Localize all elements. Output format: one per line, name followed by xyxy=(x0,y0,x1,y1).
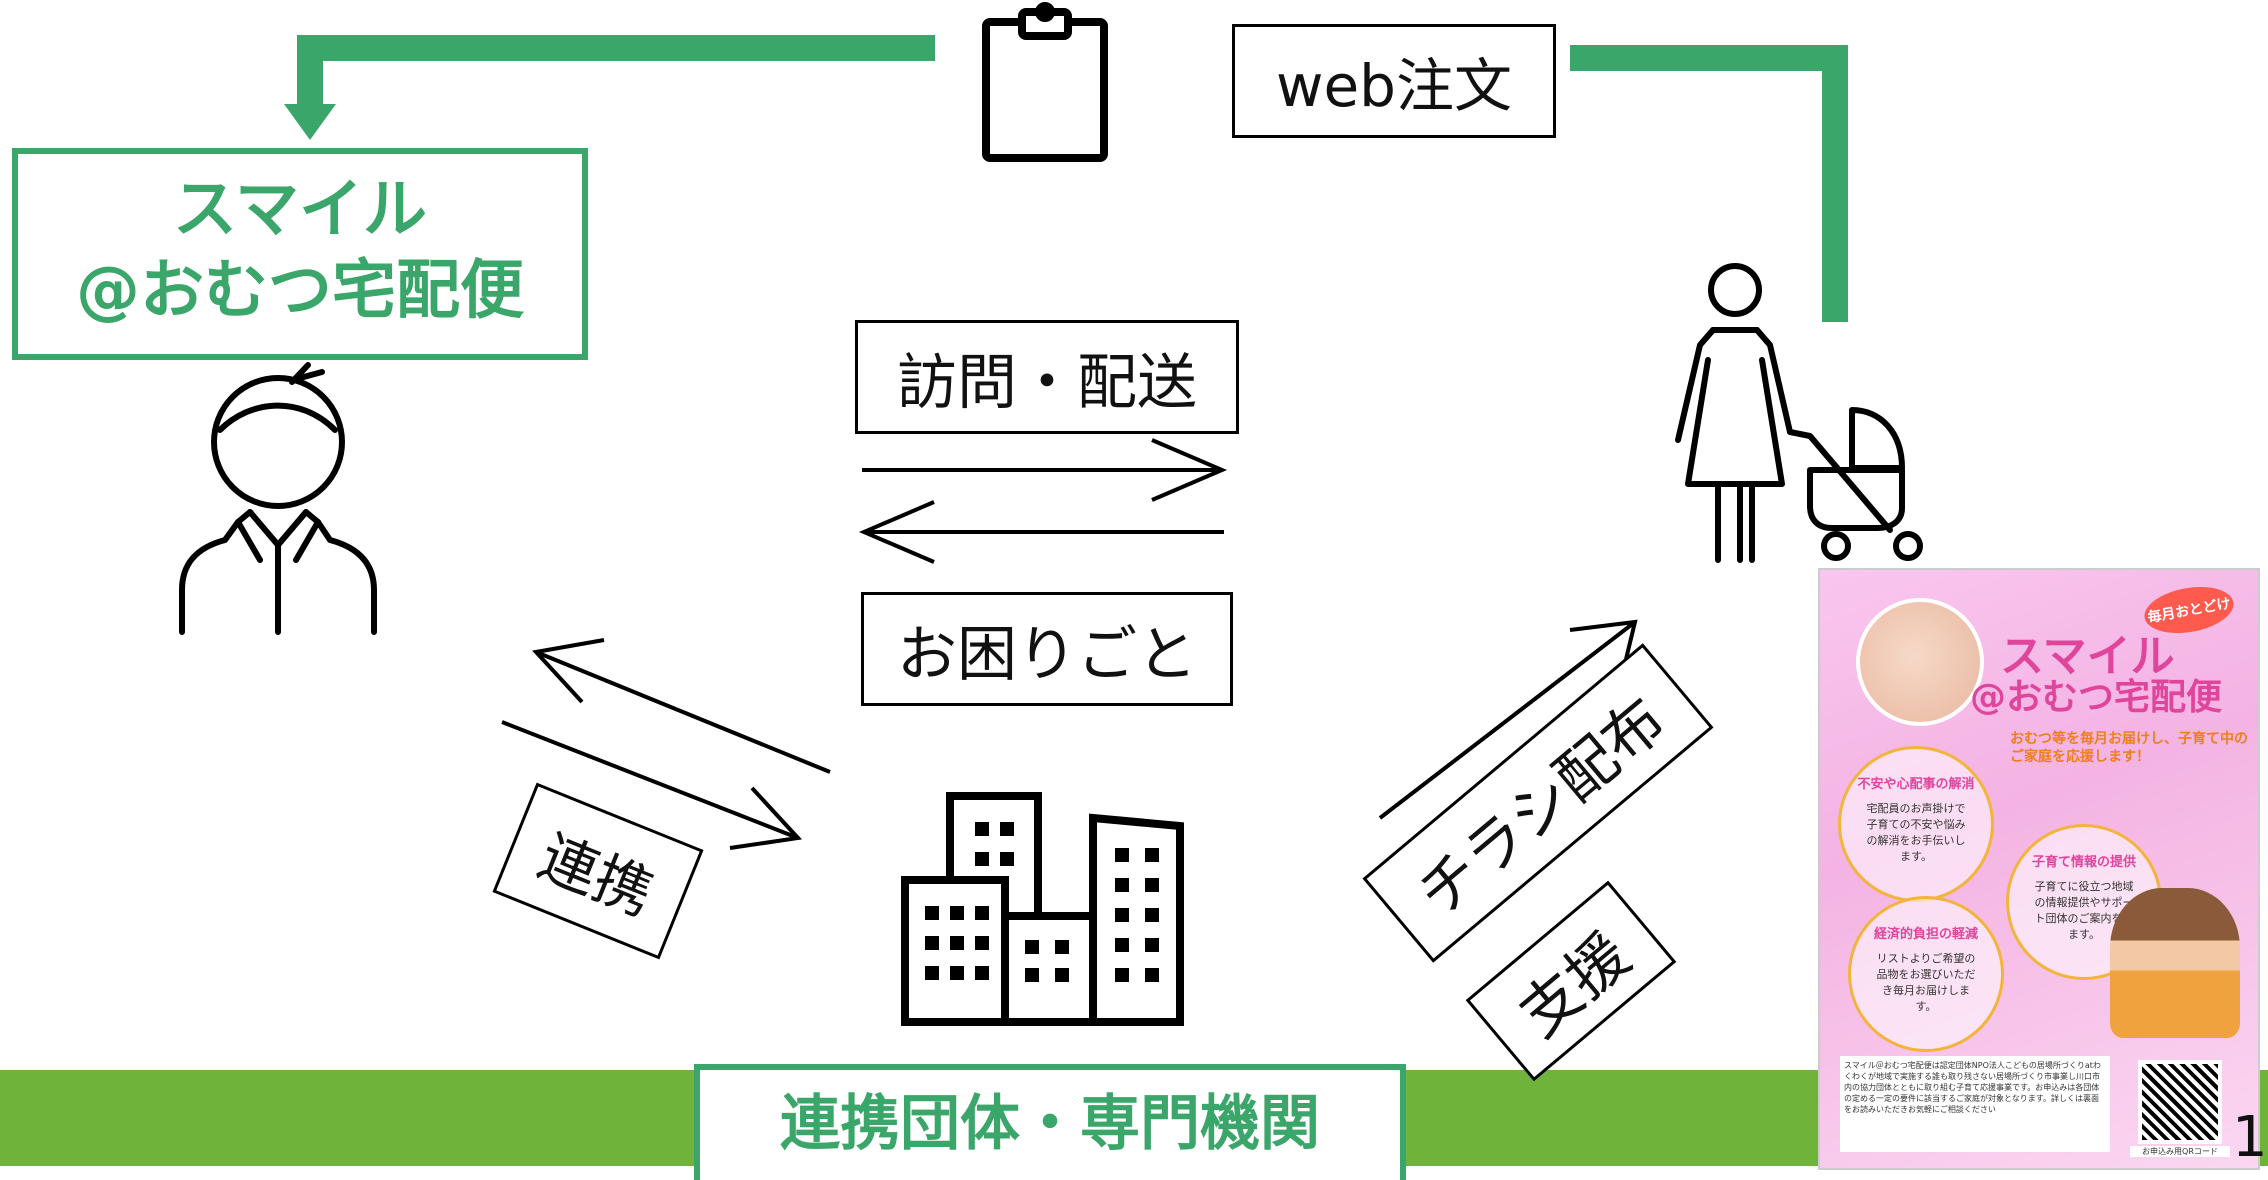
flyer-feature-text: 子育てに役立つ地域の情報提供やサポート団体のご案内をします。 xyxy=(2034,880,2134,941)
flyer-feature-title: 経済的負担の軽減 xyxy=(1873,927,1978,942)
flyer-note: スマイル＠おむつ宅配便は認定団体NPO法人こどもの居場所づくりatわくわくが地域… xyxy=(1840,1056,2110,1152)
flyer-mother-illustration xyxy=(2110,888,2240,1038)
flyer-qr-label: お申込み用QRコード xyxy=(2130,1146,2230,1157)
trouble-arrow-left xyxy=(858,500,1224,564)
worker-person-icon xyxy=(179,362,377,635)
flyer-feature-text: 宅配員のお声掛けで子育ての不安や悩みの解消をお手伝いします。 xyxy=(1866,802,1966,863)
visit-arrow-right xyxy=(862,438,1228,502)
flyer-title-line2: @おむつ宅配便 xyxy=(1970,677,2223,718)
flyer-feature-3: 経済的負担の軽減 リストよりご希望の品物をお選びいただき毎月お届けします。 xyxy=(1848,896,2004,1052)
flyer-subtitle: おむつ等を毎月お届けし、子育て中のご家庭を応援します！ xyxy=(2010,731,2248,765)
cooperation-arrows xyxy=(501,638,831,850)
service-name-line1: スマイル xyxy=(172,173,428,247)
service-name-box: スマイル @おむつ宅配便 xyxy=(12,148,588,360)
visit-delivery-label: 訪問・配送 xyxy=(855,320,1239,434)
clipboard-icon xyxy=(982,2,1108,162)
page-number: 1 xyxy=(2232,1105,2268,1170)
service-name-line2: @おむつ宅配便 xyxy=(76,254,524,328)
green-web-line xyxy=(1570,45,1848,322)
flyer-feature-text: リストよりご希望の品物をお選びいただき毎月お届けします。 xyxy=(1876,952,1976,1013)
qr-code-icon xyxy=(2138,1060,2222,1144)
flyer-feature-1: 不安や心配事の解消 宅配員のお声掛けで子育ての不安や悩みの解消をお手伝いします。 xyxy=(1838,746,1994,902)
web-order-label: web注文 xyxy=(1232,24,1556,138)
flyer-thumbnail: 毎月おとどけ スマイル @おむつ宅配便 おむつ等を毎月お届けし、子育て中のご家庭… xyxy=(1818,568,2260,1170)
flyer-feature-title: 不安や心配事の解消 xyxy=(1857,777,1975,792)
green-order-arrow xyxy=(284,35,935,140)
troubles-label: お困りごと xyxy=(861,592,1233,706)
partner-orgs-box: 連携団体・専門機関 xyxy=(694,1064,1406,1180)
flyer-feature-title: 子育て情報の提供 xyxy=(2031,855,2136,870)
flyer-title-line1: スマイル xyxy=(2000,631,2175,682)
mother-stroller-icon xyxy=(1675,263,1923,563)
buildings-icon xyxy=(901,792,1184,1026)
baby-photo xyxy=(1856,598,1984,726)
